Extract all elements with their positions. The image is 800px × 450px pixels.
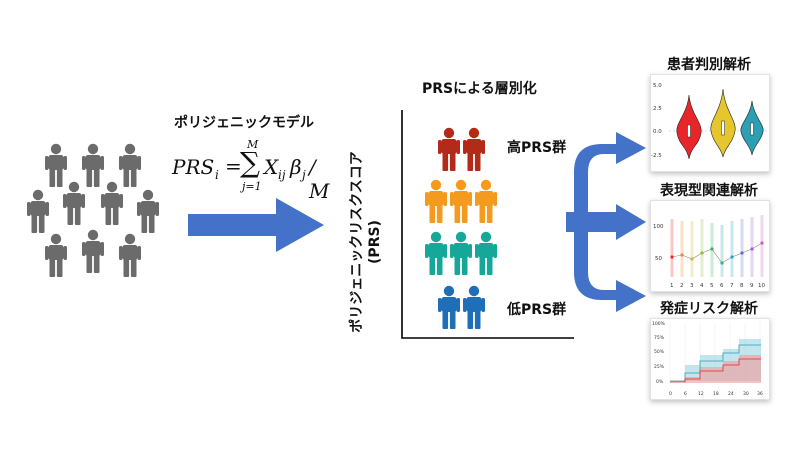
on-ytick-4: 25% <box>654 364 665 370</box>
on-xtick-2: 6 <box>684 391 687 397</box>
formula-beta: β <box>290 155 302 179</box>
formula-eq: = <box>225 154 242 178</box>
ph-xtick-5: 5 <box>710 283 714 289</box>
upper-mid-prs-people <box>425 179 497 223</box>
high-prs-label: 高PRS群 <box>507 140 567 156</box>
ph-xtick-4: 4 <box>700 283 704 289</box>
high-prs-people <box>438 127 485 171</box>
formula-sum-bottom: j=1 <box>242 180 262 193</box>
on-xtick-6: 30 <box>743 391 749 397</box>
on-xtick-3: 12 <box>698 391 704 397</box>
ph-ytick-2: 50 <box>655 256 662 262</box>
cc-ytick-1: 5.0 <box>653 83 662 89</box>
cc-ytick-4: -2.5 <box>651 153 662 159</box>
cc-ytick-2: 2.5 <box>653 106 662 112</box>
on-ytick-5: 0% <box>656 379 664 385</box>
sum-symbol: ∑ <box>240 146 260 179</box>
on-ytick-3: 50% <box>654 349 665 355</box>
prs-axis-label: ポリジェニックリスクスコア <box>349 151 365 333</box>
on-xtick-4: 18 <box>713 391 719 397</box>
ph-xtick-3: 3 <box>690 283 694 289</box>
case-control-title: 患者判別解析 <box>667 57 751 73</box>
prs-groups <box>425 127 497 329</box>
ph-xtick-1: 1 <box>670 283 674 289</box>
ph-xtick-2: 2 <box>680 283 684 289</box>
phenotype-plot: 100 50 1 2 3 4 5 6 7 8 9 10 <box>653 215 765 289</box>
formula-lhs-sub: i <box>215 168 219 182</box>
onset-panel: 100% 75% 50% 25% 0% 0 6 12 18 24 30 36 <box>650 318 770 400</box>
phenotype-panel: 100 50 1 2 3 4 5 6 7 8 9 10 <box>650 200 770 292</box>
prs-axis-label-wrapper: ポリジェニックリスクスコア (PRS) <box>348 142 388 342</box>
formula-div: / M <box>309 155 330 203</box>
cc-ytick-3: 0.0 <box>653 129 662 135</box>
ph-ytick-1: 100 <box>653 224 664 230</box>
onset-title: 発症リスク解析 <box>660 301 758 317</box>
formula-lhs: PRS <box>172 155 215 179</box>
ph-xtick-9: 9 <box>750 283 754 289</box>
low-prs-label: 低PRS群 <box>507 302 567 318</box>
model-title: ポリジェニックモデル <box>174 115 314 131</box>
right-arrow-icon <box>188 198 324 252</box>
formula-x-sub: ij <box>278 168 286 182</box>
stratification-title: PRSによる層別化 <box>422 81 537 97</box>
lower-mid-prs-people <box>425 231 497 275</box>
phenotype-title: 表現型関連解析 <box>660 183 758 199</box>
on-xtick-1: 0 <box>669 391 672 397</box>
on-xtick-7: 36 <box>757 391 763 397</box>
formula-sum-top: M <box>247 138 259 151</box>
population-icon <box>27 143 159 277</box>
ph-xtick-8: 8 <box>740 283 744 289</box>
onset-plot: 100% 75% 50% 25% 0% 0 6 12 18 24 30 36 <box>652 321 763 397</box>
prs-formula: PRS i = M ∑ j=1 X ij β j / M <box>172 138 342 203</box>
case-control-panel: 5.0 2.5 0.0 -2.5 <box>650 74 770 172</box>
on-xtick-5: 24 <box>728 391 734 397</box>
ph-xtick-7: 7 <box>730 283 734 289</box>
branch-arrows-icon <box>566 132 646 312</box>
violin-plot: 5.0 2.5 0.0 -2.5 <box>651 83 767 160</box>
low-prs-people <box>438 285 485 329</box>
prs-axis-label-sub: (PRS) <box>367 220 383 264</box>
on-ytick-2: 75% <box>654 335 665 341</box>
prs-axis <box>401 110 574 339</box>
ph-xtick-10: 10 <box>758 283 765 289</box>
on-ytick-1: 100% <box>652 321 666 327</box>
ph-xtick-6: 6 <box>720 283 724 289</box>
formula-x: X <box>264 155 279 179</box>
formula-beta-sub: j <box>302 168 306 182</box>
